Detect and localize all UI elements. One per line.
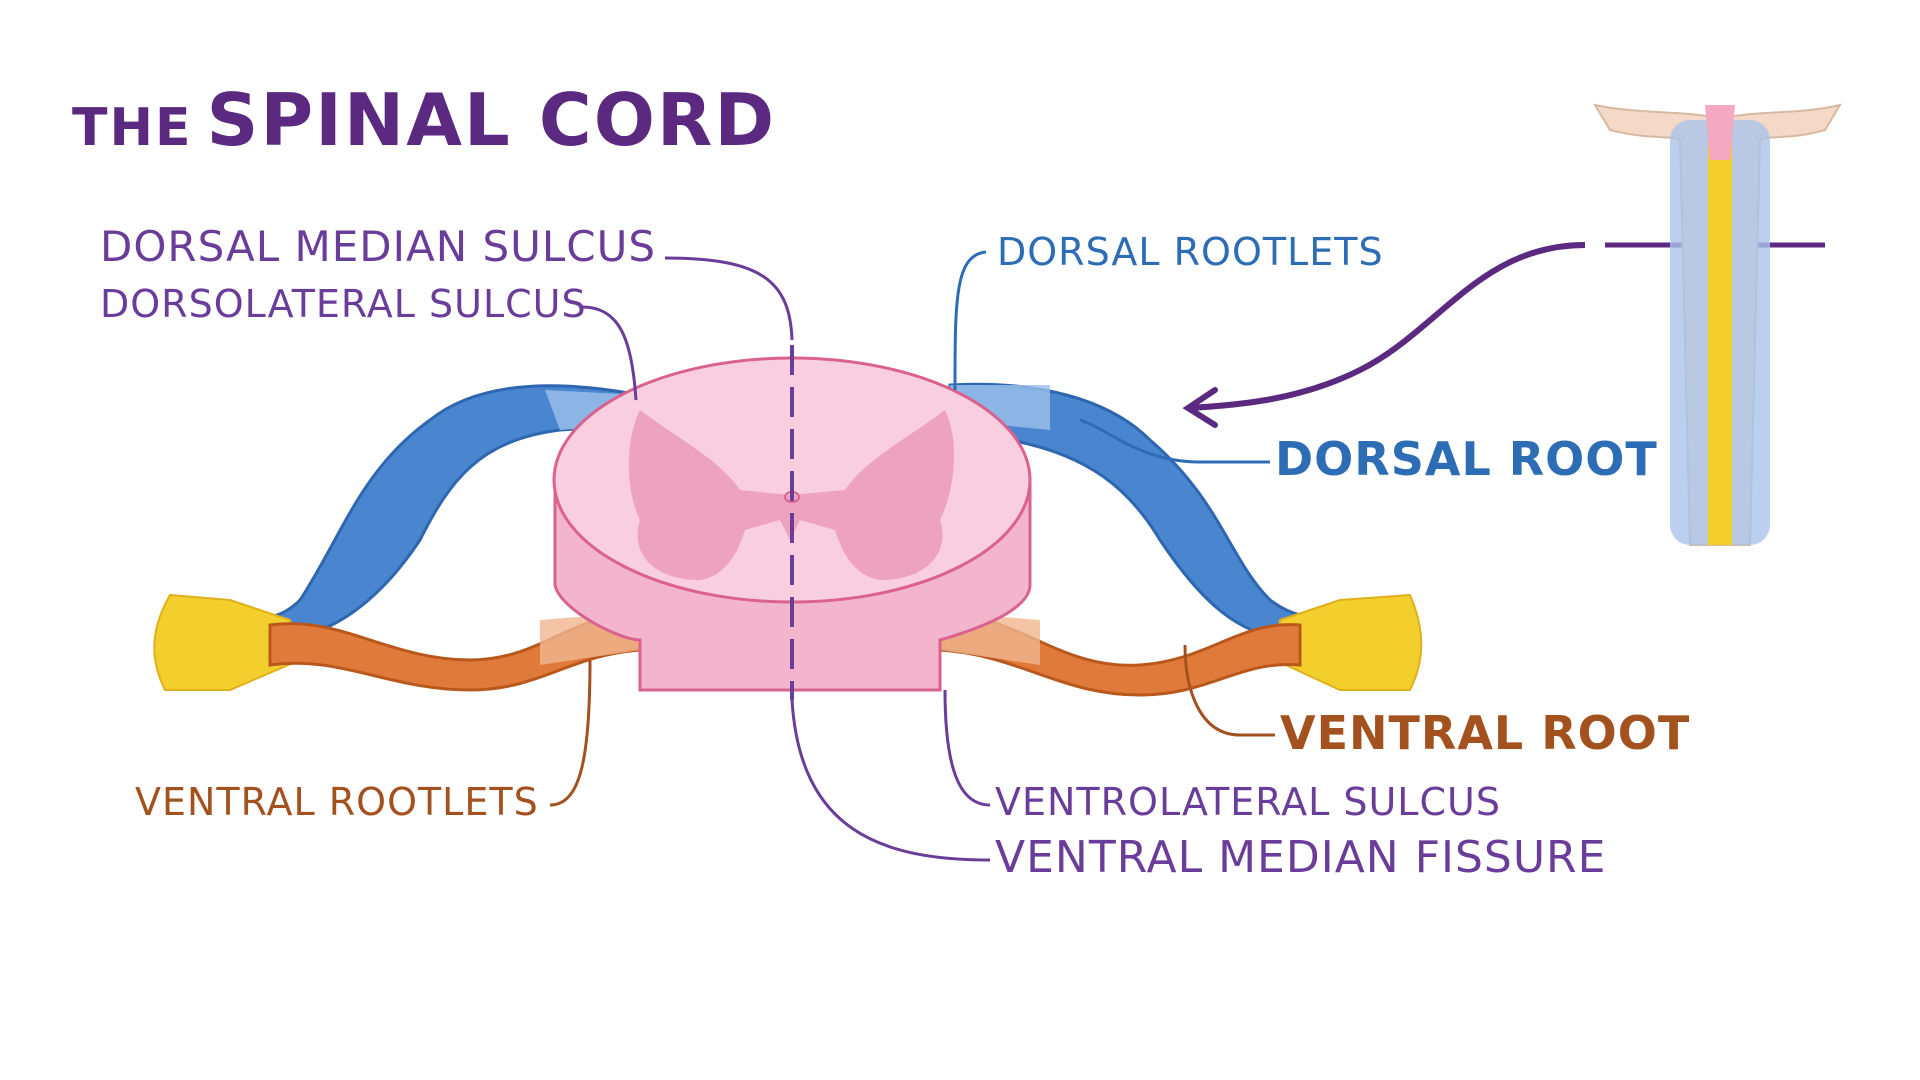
spinal-column-inset [1592, 103, 1843, 546]
label-dorsal-root: DORSAL ROOT [1275, 432, 1658, 486]
leader-ventral-median-fissure [790, 699, 991, 862]
label-dorsal-rootlets: DORSAL ROOTLETS [997, 230, 1384, 274]
label-ventral-root: VENTRAL ROOT [1280, 706, 1691, 760]
ventral-root-right [938, 610, 1302, 697]
title-main: SPINAL CORD [206, 78, 777, 162]
label-ventral-median-fissure: VENTRAL MEDIAN FISSURE [995, 832, 1607, 883]
label-ventrolateral-sulcus: VENTROLATERAL SULCUS [995, 780, 1501, 824]
label-dorsolateral-sulcus: DORSOLATERAL SULCUS [100, 282, 587, 326]
leader-dorsal-median-sulcus [664, 256, 794, 341]
leader-dorsal-rootlets [953, 250, 987, 391]
leader-ventrolateral-sulcus [943, 689, 991, 807]
label-dorsal-median-sulcus: DORSAL MEDIAN SULCUS [100, 222, 657, 271]
leader-dorsal-root [1079, 418, 1270, 464]
title-prefix: THE [72, 98, 193, 158]
arrowhead-icon [1182, 387, 1218, 428]
inset-arrow [1189, 242, 1586, 411]
label-ventral-rootlets: VENTRAL ROOTLETS [135, 780, 539, 824]
leader-ventral-rootlets [549, 659, 592, 807]
leader-dorsolateral-sulcus [581, 305, 638, 401]
leader-ventral-root [1183, 644, 1275, 737]
